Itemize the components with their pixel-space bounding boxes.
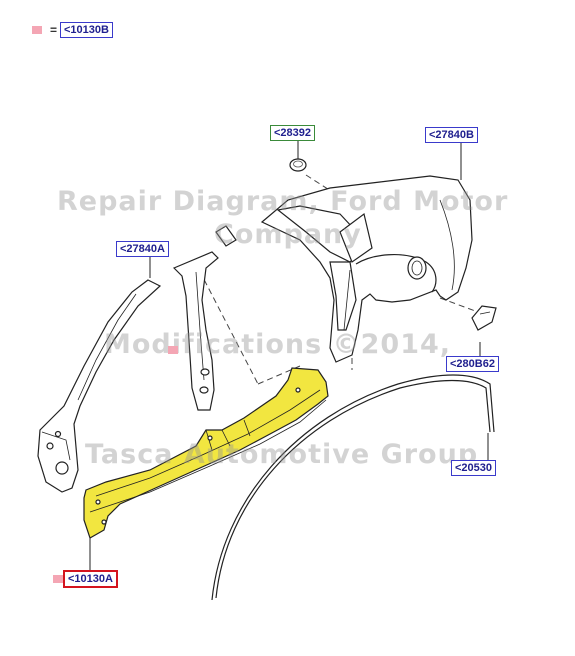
rocker-panel-part: [83, 367, 329, 539]
b-pillar-marker: [168, 346, 178, 354]
roof-bracket-part: [215, 225, 237, 247]
callout-27840b[interactable]: <27840B: [425, 127, 478, 143]
callout-28392[interactable]: <28392: [270, 125, 316, 141]
legend-equals: =: [50, 23, 58, 37]
callout-20530[interactable]: <20530: [451, 460, 497, 476]
a-pillar-part: [37, 279, 162, 493]
b-pillar-part: [172, 251, 219, 411]
callout-27840a[interactable]: <27840A: [116, 241, 169, 257]
callout-280b62[interactable]: <280B62: [446, 356, 499, 372]
watermark-line-2: Company: [214, 219, 362, 250]
callout-10130a[interactable]: <10130A: [63, 570, 118, 588]
watermark-line-4: Tasca Automotive Group: [85, 439, 479, 470]
rocker-marker: [53, 575, 63, 583]
watermark-line-1: Repair Diagram, Ford Motor: [57, 186, 509, 217]
fuel-door-part: [471, 305, 497, 331]
legend-callout-10130b[interactable]: <10130B: [60, 22, 113, 38]
leader-lines: [89, 140, 489, 572]
quarter-panel-part: [260, 175, 473, 363]
weatherstrip-part: [211, 374, 495, 601]
grommet-part: [289, 158, 307, 172]
highlight-swatch: [32, 26, 42, 34]
watermark-line-3: Modifications ©2014,: [104, 329, 452, 360]
